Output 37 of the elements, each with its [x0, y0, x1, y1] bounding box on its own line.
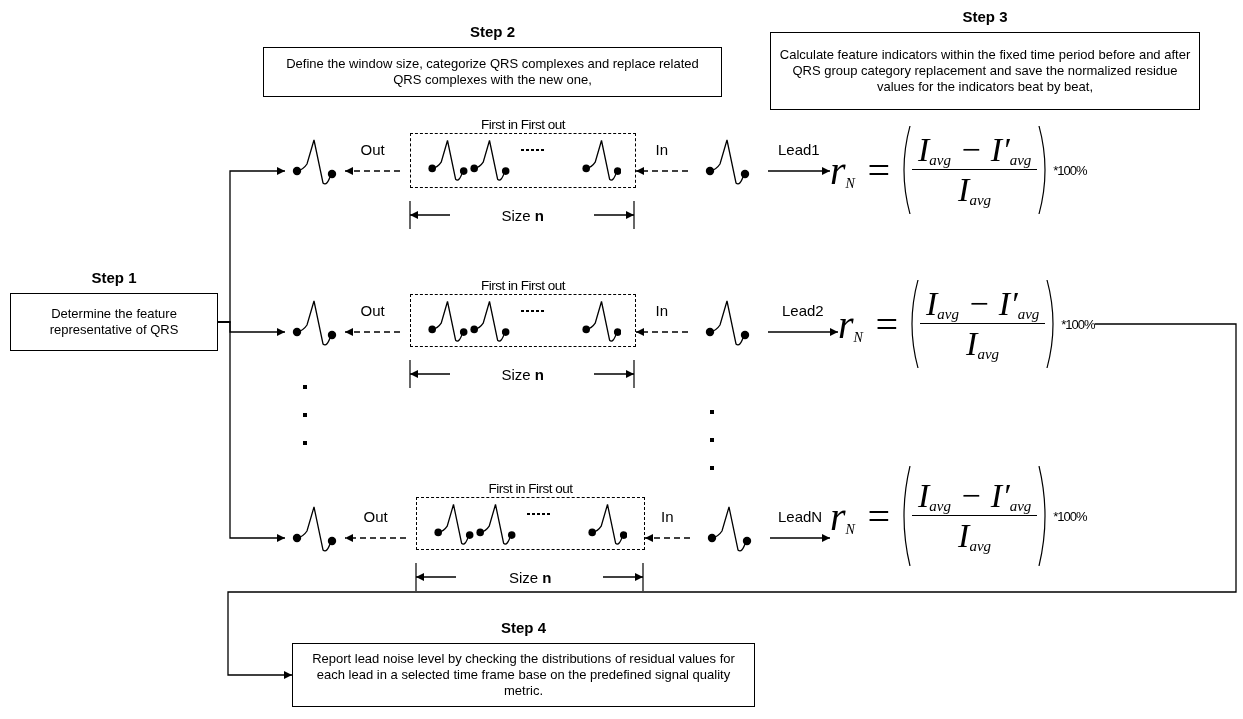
formula-lhs: r$_{N}$ = — [830, 492, 892, 540]
arrow — [769, 534, 831, 542]
factor: *100% — [1053, 162, 1087, 178]
numerator: I$_{avg}$ − I′$_{avg}$ — [924, 285, 1041, 323]
formula-lhs: r$_{N}$ = — [838, 300, 900, 348]
step-description: Define the window size, categorize QRS complexes and replace related QRS complexes with the new one, — [285, 56, 700, 88]
step-description: Determine the feature representative of QRS — [48, 306, 180, 338]
factor: *100% — [1053, 508, 1087, 524]
denominator: I$_{avg}$ — [966, 323, 1000, 363]
arrow — [635, 167, 689, 175]
window-title: First in First out — [488, 481, 573, 496]
edge-label: LeadN — [777, 508, 824, 525]
arrow — [344, 328, 401, 336]
window-title: First in First out — [481, 278, 565, 293]
arrow — [344, 534, 407, 542]
numerator: I$_{avg}$ − I′$_{avg}$ — [916, 131, 1033, 169]
arrow — [767, 167, 831, 175]
step-heading: Step 3 — [962, 8, 1008, 25]
denominator: I$_{avg}$ — [958, 169, 992, 209]
arrow — [644, 534, 691, 542]
step-heading: Step 1 — [91, 269, 137, 286]
arrow — [227, 323, 1237, 679]
step-description: Calculate feature indicators within the fixed time period before and after QRS group category replacement and save the normalized residue values for the indicators beat by beat, — [779, 47, 1191, 95]
arrow — [344, 167, 401, 175]
denominator: I$_{avg}$ — [958, 515, 992, 555]
arrow — [767, 328, 839, 336]
arrow — [635, 328, 689, 336]
step-heading: Step 4 — [501, 619, 546, 636]
edge-label: Lead1 — [777, 141, 821, 158]
numerator: I$_{avg}$ − I′$_{avg}$ — [916, 477, 1033, 515]
formula-lhs: r$_{N}$ = — [830, 146, 892, 194]
window-title: First in First out — [481, 117, 565, 132]
arrow — [217, 321, 286, 542]
step-description: Report lead noise level by checking the distributions of residual values for each lead in a selected time frame base on the predefined signal quality metric. — [311, 651, 736, 699]
edge-label: Lead2 — [781, 302, 825, 319]
step-heading: Step 2 — [470, 23, 515, 40]
factor: *100% — [1061, 316, 1095, 332]
